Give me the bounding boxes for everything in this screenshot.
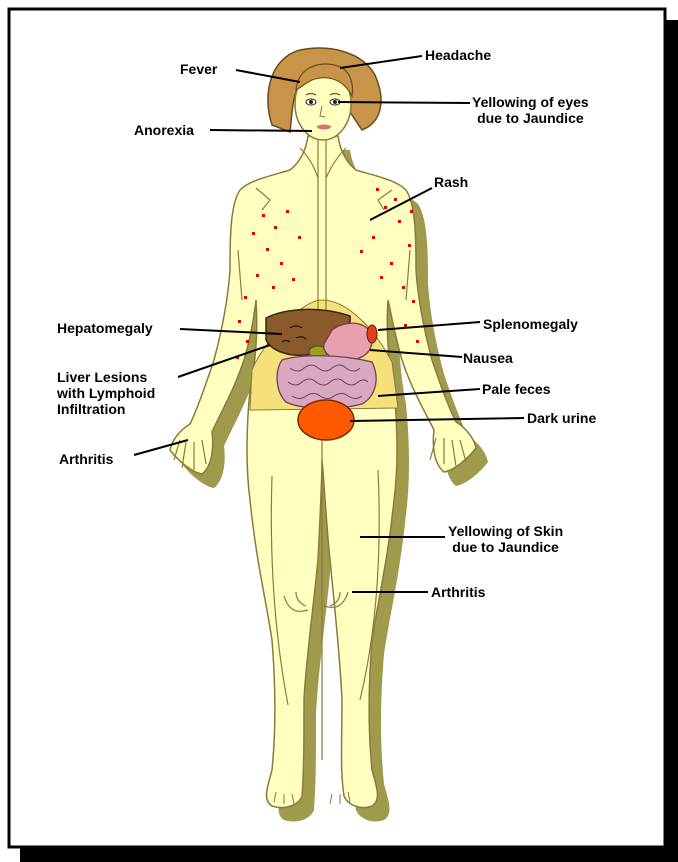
- label-dark-urine: Dark urine: [527, 410, 596, 426]
- rash-dot: [272, 286, 275, 289]
- label-yellowing-skin: Yellowing of Skin due to Jaundice: [448, 523, 563, 555]
- rash-dot: [256, 274, 259, 277]
- label-rash: Rash: [434, 174, 468, 190]
- rash-dot: [372, 236, 375, 239]
- label-pale-feces: Pale feces: [482, 381, 551, 397]
- rash-dot: [286, 210, 289, 213]
- label-yellowing-eyes-line2: due to Jaundice: [472, 110, 589, 126]
- label-liver-lesions-line3: Infiltration: [57, 401, 155, 417]
- rash-dot: [410, 210, 413, 213]
- label-arthritis-knee: Arthritis: [431, 584, 485, 600]
- label-arthritis-hand: Arthritis: [59, 451, 113, 467]
- label-anorexia: Anorexia: [134, 122, 194, 138]
- rash-dot: [238, 320, 241, 323]
- label-liver-lesions-line1: Liver Lesions: [57, 369, 155, 385]
- bladder: [298, 400, 354, 440]
- rash-dot: [398, 220, 401, 223]
- right-pupil: [333, 100, 337, 104]
- label-hepatomegaly: Hepatomegaly: [57, 320, 153, 336]
- label-fever: Fever: [180, 61, 217, 77]
- leader-yellowing-eyes: [338, 102, 470, 103]
- rash-dot: [412, 300, 415, 303]
- leader-anorexia: [210, 130, 312, 131]
- rash-dot: [246, 340, 249, 343]
- label-yellowing-eyes-line1: Yellowing of eyes: [472, 94, 589, 110]
- rash-dot: [416, 340, 419, 343]
- rash-dot: [274, 226, 277, 229]
- label-yellowing-skin-line2: due to Jaundice: [448, 539, 563, 555]
- rash-dot: [408, 244, 411, 247]
- label-yellowing-eyes: Yellowing of eyes due to Jaundice: [472, 94, 589, 126]
- rash-dot: [292, 278, 295, 281]
- rash-dot: [402, 286, 405, 289]
- label-nausea: Nausea: [463, 350, 513, 366]
- rash-dot: [262, 214, 265, 217]
- rash-dot: [376, 188, 379, 191]
- mouth: [317, 125, 331, 130]
- rash-dot: [252, 232, 255, 235]
- rash-dot: [404, 324, 407, 327]
- rash-dot: [384, 206, 387, 209]
- label-liver-lesions-line2: with Lymphoid: [57, 385, 155, 401]
- rash-dot: [244, 296, 247, 299]
- rash-dot: [390, 262, 393, 265]
- rash-dot: [380, 276, 383, 279]
- rash-dot: [394, 198, 397, 201]
- rash-dot: [266, 248, 269, 251]
- left-pupil: [309, 100, 313, 104]
- label-splenomegaly: Splenomegaly: [483, 316, 578, 332]
- rash-dot: [298, 236, 301, 239]
- label-liver-lesions: Liver Lesions with Lymphoid Infiltration: [57, 369, 155, 417]
- label-headache: Headache: [425, 47, 491, 63]
- rash-dot: [360, 250, 363, 253]
- spleen: [367, 325, 377, 343]
- label-yellowing-skin-line1: Yellowing of Skin: [448, 523, 563, 539]
- rash-dot: [280, 262, 283, 265]
